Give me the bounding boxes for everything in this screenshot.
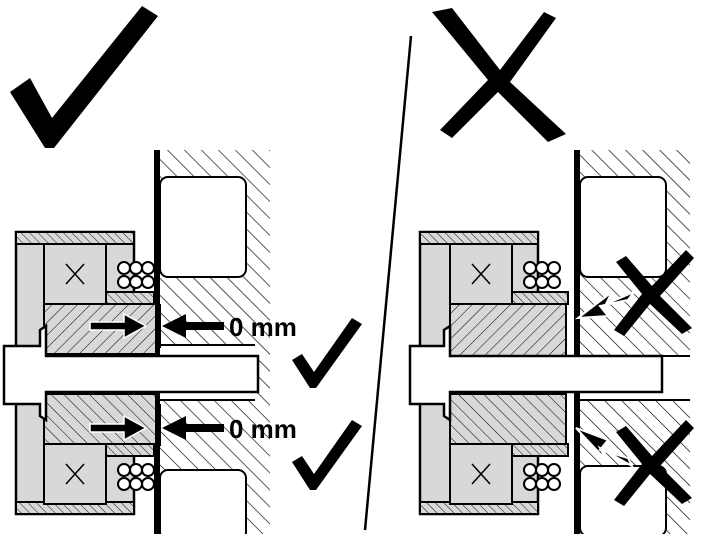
panel-divider xyxy=(363,35,413,531)
arrow-icon xyxy=(162,416,224,440)
checkmark-icon xyxy=(292,318,362,388)
arrow-icon xyxy=(574,289,638,320)
cross-icon xyxy=(614,250,694,336)
dimension-label-upper: 0 mm xyxy=(229,312,297,342)
mounting-plate xyxy=(574,150,580,534)
checkmark-icon xyxy=(292,420,362,490)
correct-panel: 0 mm 0 mm xyxy=(2,6,362,534)
shaft xyxy=(408,323,664,423)
arrow-icon xyxy=(89,414,148,442)
dimension-lower: 0 mm xyxy=(89,404,297,446)
arrow-icon xyxy=(162,314,224,338)
housing xyxy=(159,150,270,534)
arrow-icon xyxy=(89,312,148,340)
dimension-label-lower: 0 mm xyxy=(229,414,297,444)
cross-icon xyxy=(432,8,566,142)
shaft xyxy=(2,323,260,423)
arrow-icon xyxy=(575,427,635,469)
housing xyxy=(579,150,690,534)
checkmark-icon xyxy=(10,6,158,148)
brake-unit xyxy=(14,230,157,516)
incorrect-panel xyxy=(408,8,694,534)
dimension-upper: 0 mm xyxy=(89,304,297,348)
cross-icon xyxy=(614,420,694,506)
